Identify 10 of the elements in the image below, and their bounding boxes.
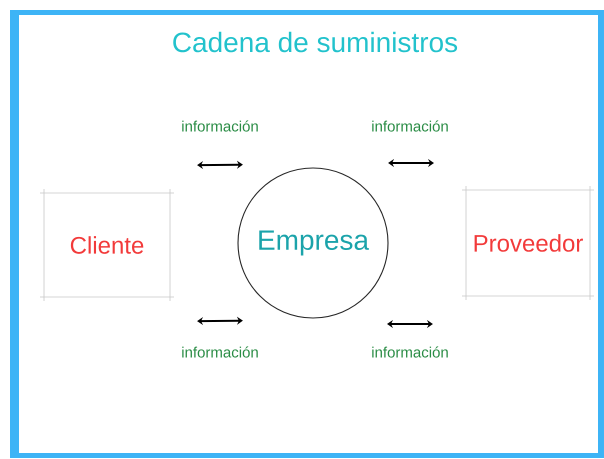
title: Cadena de suministros	[173, 32, 458, 52]
double-arrow	[197, 160, 243, 170]
edge-label: información	[370, 345, 450, 359]
edge-label: información	[370, 119, 450, 133]
box-node: Cliente	[40, 188, 174, 302]
box-node: Proveedor	[462, 186, 594, 300]
double-arrow	[197, 316, 243, 326]
circle-node: Empresa	[237, 167, 389, 319]
edge-label: información	[180, 345, 260, 359]
edge-label: información	[180, 119, 260, 133]
